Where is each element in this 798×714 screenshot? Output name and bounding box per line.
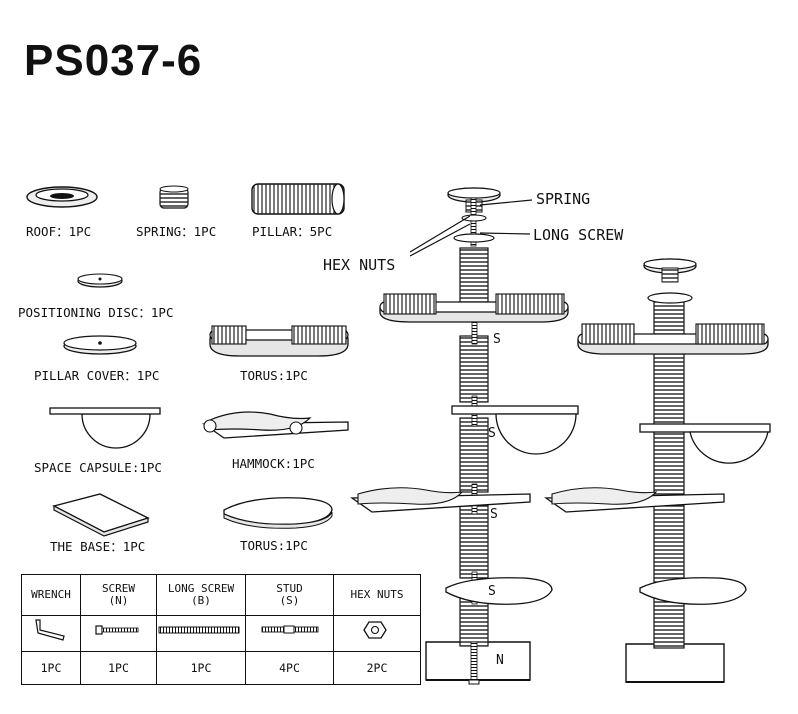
callout-leaders <box>409 199 533 257</box>
hardware-table: WRENCH SCREW(N) LONG SCREW(B) STUD(S) HE… <box>21 574 421 685</box>
callout-hex-nuts: HEX NUTS <box>323 256 395 274</box>
part-hammock <box>201 411 349 439</box>
label-pillar: PILLAR：5PC <box>252 224 332 239</box>
callout-long-screw: LONG SCREW <box>533 226 624 244</box>
callout-spring: SPRING <box>536 190 590 208</box>
label-spring: SPRING：1PC <box>136 224 216 239</box>
part-pillar-cover <box>63 335 137 355</box>
part-positioning-disc <box>77 273 123 288</box>
label-roof: ROOF：1PC <box>26 224 91 239</box>
part-the-base <box>52 493 150 537</box>
tag-stud-2: S <box>488 426 496 441</box>
label-hammock: HAMMOCK:1PC <box>232 456 315 471</box>
assembled-tower <box>544 258 771 683</box>
label-the-base: THE BASE：1PC <box>50 539 145 554</box>
hw-header-long-screw: LONG SCREW(B) <box>156 574 246 616</box>
label-positioning-disc: POSITIONING DISC：1PC <box>18 305 174 320</box>
hw-header-wrench: WRENCH <box>21 574 81 616</box>
hw-qty-screw: 1PC <box>80 651 157 685</box>
part-pillar <box>251 183 345 215</box>
hw-qty-stud: 4PC <box>245 651 334 685</box>
label-pillar-cover: PILLAR COVER：1PC <box>34 368 159 383</box>
hw-header-hex-nuts: HEX NUTS <box>333 574 421 616</box>
part-roof <box>26 186 98 208</box>
hw-icon-cell <box>21 615 81 652</box>
label-torus-top: TORUS:1PC <box>240 368 308 383</box>
part-torus-bottom <box>223 497 333 529</box>
hw-icon-cell <box>333 615 421 652</box>
hw-qty-long-screw: 1PC <box>156 651 246 685</box>
tag-screw-n: N <box>496 653 504 668</box>
tag-stud-3: S <box>490 507 498 522</box>
hw-qty-hex-nuts: 2PC <box>333 651 421 685</box>
hw-header-stud: STUD(S) <box>245 574 334 616</box>
tag-stud-1: S <box>493 332 501 347</box>
tag-stud-4: S <box>488 584 496 599</box>
hw-icon-cell <box>245 615 334 652</box>
label-space-capsule: SPACE CAPSULE:1PC <box>34 460 162 475</box>
part-space-capsule <box>49 407 161 449</box>
hw-icon-cell <box>80 615 157 652</box>
part-torus-top <box>209 325 349 357</box>
label-torus-bottom: TORUS:1PC <box>240 538 308 553</box>
hw-icon-cell <box>156 615 246 652</box>
part-spring <box>159 185 189 209</box>
page-title: PS037-6 <box>24 36 203 85</box>
hw-header-screw: SCREW(N) <box>80 574 157 616</box>
hw-qty-wrench: 1PC <box>21 651 81 685</box>
